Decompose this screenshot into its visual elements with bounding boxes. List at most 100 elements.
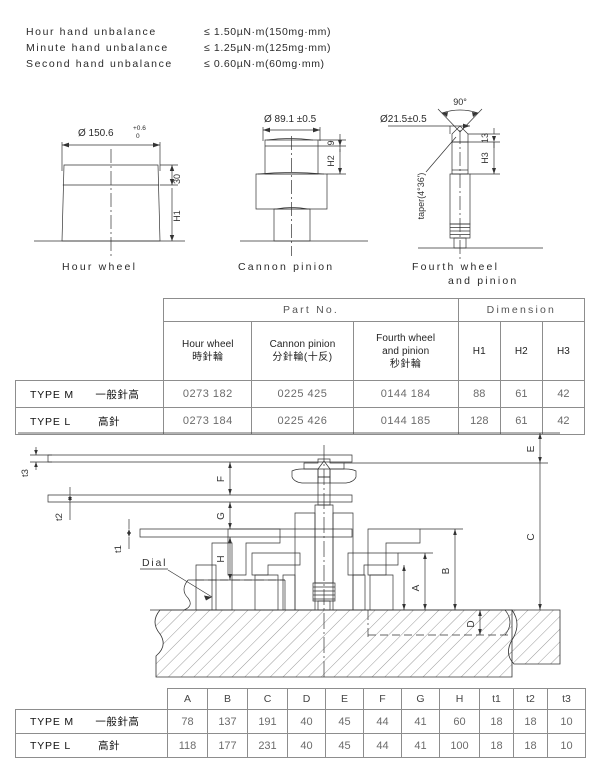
cell-fourth-wheel-l: 0144 185 xyxy=(352,407,459,435)
dims-l-E: 45 xyxy=(325,733,364,758)
spec-line-minute: Minute hand unbalance ≤ 1.25µN·m(125mɡ·m… xyxy=(26,42,426,58)
cross-label-t2: t2 xyxy=(54,513,65,521)
figure-fourth-wheel: Ø21.5±0.5 90° 13 H3 taper(4°36') xyxy=(378,96,588,261)
cannon-pinion-dim-h2: H2 xyxy=(326,155,336,167)
unbalance-spec-block: Hour hand unbalance ≤ 1.50µN·m(150mɡ·mm)… xyxy=(26,26,426,74)
fourth-wheel-taper-label: taper(4°36') xyxy=(416,173,426,220)
caption-fourth-wheel-line2: and pinion xyxy=(448,275,519,287)
dims-col-G: G xyxy=(401,688,440,710)
caption-cannon-pinion: Cannon pinion xyxy=(238,261,335,273)
col-header-fourth-wheel: Fourth wheel and pinion 秒針輪 xyxy=(352,321,459,381)
cross-label-C: C xyxy=(526,533,537,540)
hour-wheel-diameter-label: Ø 150.6 xyxy=(78,128,114,139)
dims-m-t1: 18 xyxy=(479,709,514,734)
dims-col-t1: t1 xyxy=(479,688,514,710)
cell-h2-l: 61 xyxy=(499,407,543,435)
dims-m-B: 137 xyxy=(207,709,248,734)
cell-cannon-pinion-m: 0225 425 xyxy=(251,380,354,408)
cross-label-dial: Dial xyxy=(142,557,167,569)
col-header-hour-wheel-en: Hour wheel xyxy=(182,339,234,350)
dims-l-B: 177 xyxy=(207,733,248,758)
cross-label-t1: t1 xyxy=(113,545,124,553)
dims-table-corner-cell xyxy=(15,688,168,710)
dims-l-G: 41 xyxy=(401,733,440,758)
parts-table-corner-cell xyxy=(15,298,165,381)
dims-l-F: 44 xyxy=(363,733,402,758)
cell-hour-wheel-m: 0273 182 xyxy=(163,380,253,408)
dims-m-E: 45 xyxy=(325,709,364,734)
dims-col-E: E xyxy=(325,688,364,710)
dims-l-H: 100 xyxy=(439,733,480,758)
table-parts-column-header-row: Hour wheel 時針輪 Cannon pinion 分針輪(十反) Fou… xyxy=(16,321,586,381)
cross-label-B: B xyxy=(441,567,452,574)
dims-l-t3: 10 xyxy=(547,733,586,758)
col-header-h2: H2 xyxy=(499,321,543,381)
dims-col-A: A xyxy=(167,688,208,710)
dims-l-D: 40 xyxy=(287,733,326,758)
dims-m-D: 40 xyxy=(287,709,326,734)
dims-row-label-type-l: TYPE L 高針 xyxy=(15,733,168,758)
row-label-type-l-code: TYPE L xyxy=(30,415,71,428)
cross-label-t3: t3 xyxy=(20,469,31,477)
col-header-cannon-pinion-jp: 分針輪(十反) xyxy=(272,352,333,363)
hour-wheel-tol-lower: 0 xyxy=(136,133,140,140)
cell-hour-wheel-l: 0273 184 xyxy=(163,407,253,435)
dims-header-row: A B C D E F G H t1 t2 t3 xyxy=(15,688,586,710)
movement-cross-section-drawing: t3 t2 t1 F G H Dial E C B A D xyxy=(18,432,561,680)
caption-hour-wheel: Hour wheel xyxy=(62,261,138,273)
col-header-fourth-wheel-en1: Fourth wheel xyxy=(376,332,436,344)
dims-m-t2: 18 xyxy=(513,709,548,734)
cannon-pinion-diameter-label: Ø 89.1 ±0.5 xyxy=(264,114,317,125)
spec-label-minute: Minute hand unbalance xyxy=(26,42,169,54)
spec-label-second: Second hand unbalance xyxy=(26,58,173,70)
table-row: TYPE M 一般針高 0273 182 0225 425 0144 184 8… xyxy=(14,380,586,408)
table-row: TYPE L 高針 0273 184 0225 426 0144 185 128… xyxy=(14,407,586,435)
cross-label-F: F xyxy=(216,476,227,482)
dims-m-C: 191 xyxy=(247,709,288,734)
spec-line-hour: Hour hand unbalance ≤ 1.50µN·m(150mɡ·mm) xyxy=(26,26,426,42)
col-header-hour-wheel: Hour wheel 時針輪 xyxy=(163,321,253,381)
hour-wheel-dim-h1: H1 xyxy=(172,210,182,222)
cross-label-E: E xyxy=(526,445,537,452)
dims-col-D: D xyxy=(287,688,326,710)
row-label-type-m-code: TYPE M xyxy=(30,388,74,401)
col-header-fourth-wheel-jp: 秒針輪 xyxy=(389,358,422,370)
table-parts-group-header-row: Part No. Dimension xyxy=(15,298,586,381)
dims-m-H: 60 xyxy=(439,709,480,734)
cross-label-H: H xyxy=(216,555,227,562)
hour-wheel-tol-upper: +0.6 xyxy=(133,125,146,132)
dims-m-A: 78 xyxy=(167,709,208,734)
dims-col-t2: t2 xyxy=(513,688,548,710)
cell-fourth-wheel-m: 0144 184 xyxy=(352,380,459,408)
dims-m-F: 44 xyxy=(363,709,402,734)
row-label-type-l: TYPE L 高針 xyxy=(14,407,165,435)
dimensions-table: A B C D E F G H t1 t2 t3 TYPE M 一般針高 78 … xyxy=(15,688,586,758)
row-label-type-l-jp: 高針 xyxy=(98,415,121,428)
dims-row-type-l-jp: 高針 xyxy=(98,740,121,752)
row-label-type-m-jp: 一般針高 xyxy=(95,388,140,401)
figure-hour-wheel: Ø 150.6 +0.6 0 30 H1 xyxy=(20,96,220,261)
fourth-wheel-angle-label: 90° xyxy=(453,97,467,107)
fourth-wheel-dim-small: 13 xyxy=(480,133,490,143)
dims-m-t3: 10 xyxy=(547,709,586,734)
dims-l-t2: 18 xyxy=(513,733,548,758)
dims-col-F: F xyxy=(363,688,402,710)
dims-m-G: 41 xyxy=(401,709,440,734)
caption-fourth-wheel-line1: Fourth wheel xyxy=(412,261,500,273)
table-row: TYPE L 高針 118 177 231 40 45 44 41 100 18… xyxy=(15,733,586,758)
table-row: TYPE M 一般針高 78 137 191 40 45 44 41 60 18… xyxy=(15,709,586,734)
dims-l-t1: 18 xyxy=(479,733,514,758)
cell-cannon-pinion-l: 0225 426 xyxy=(251,407,354,435)
col-header-hour-wheel-jp: 時針輪 xyxy=(192,352,224,363)
dims-col-B: B xyxy=(207,688,248,710)
component-figures-row: Ø 150.6 +0.6 0 30 H1 xyxy=(0,96,600,287)
cell-h1-l: 128 xyxy=(457,407,501,435)
cell-h3-m: 42 xyxy=(541,380,586,408)
group-header-part-no: Part No. xyxy=(163,298,459,322)
cross-label-G: G xyxy=(216,512,227,520)
parts-number-table: Part No. Dimension Hour wheel 時針輪 Cannon… xyxy=(14,298,586,435)
spec-label-hour: Hour hand unbalance xyxy=(26,26,157,38)
col-header-h1: H1 xyxy=(457,321,501,381)
cell-h3-l: 42 xyxy=(541,407,586,435)
